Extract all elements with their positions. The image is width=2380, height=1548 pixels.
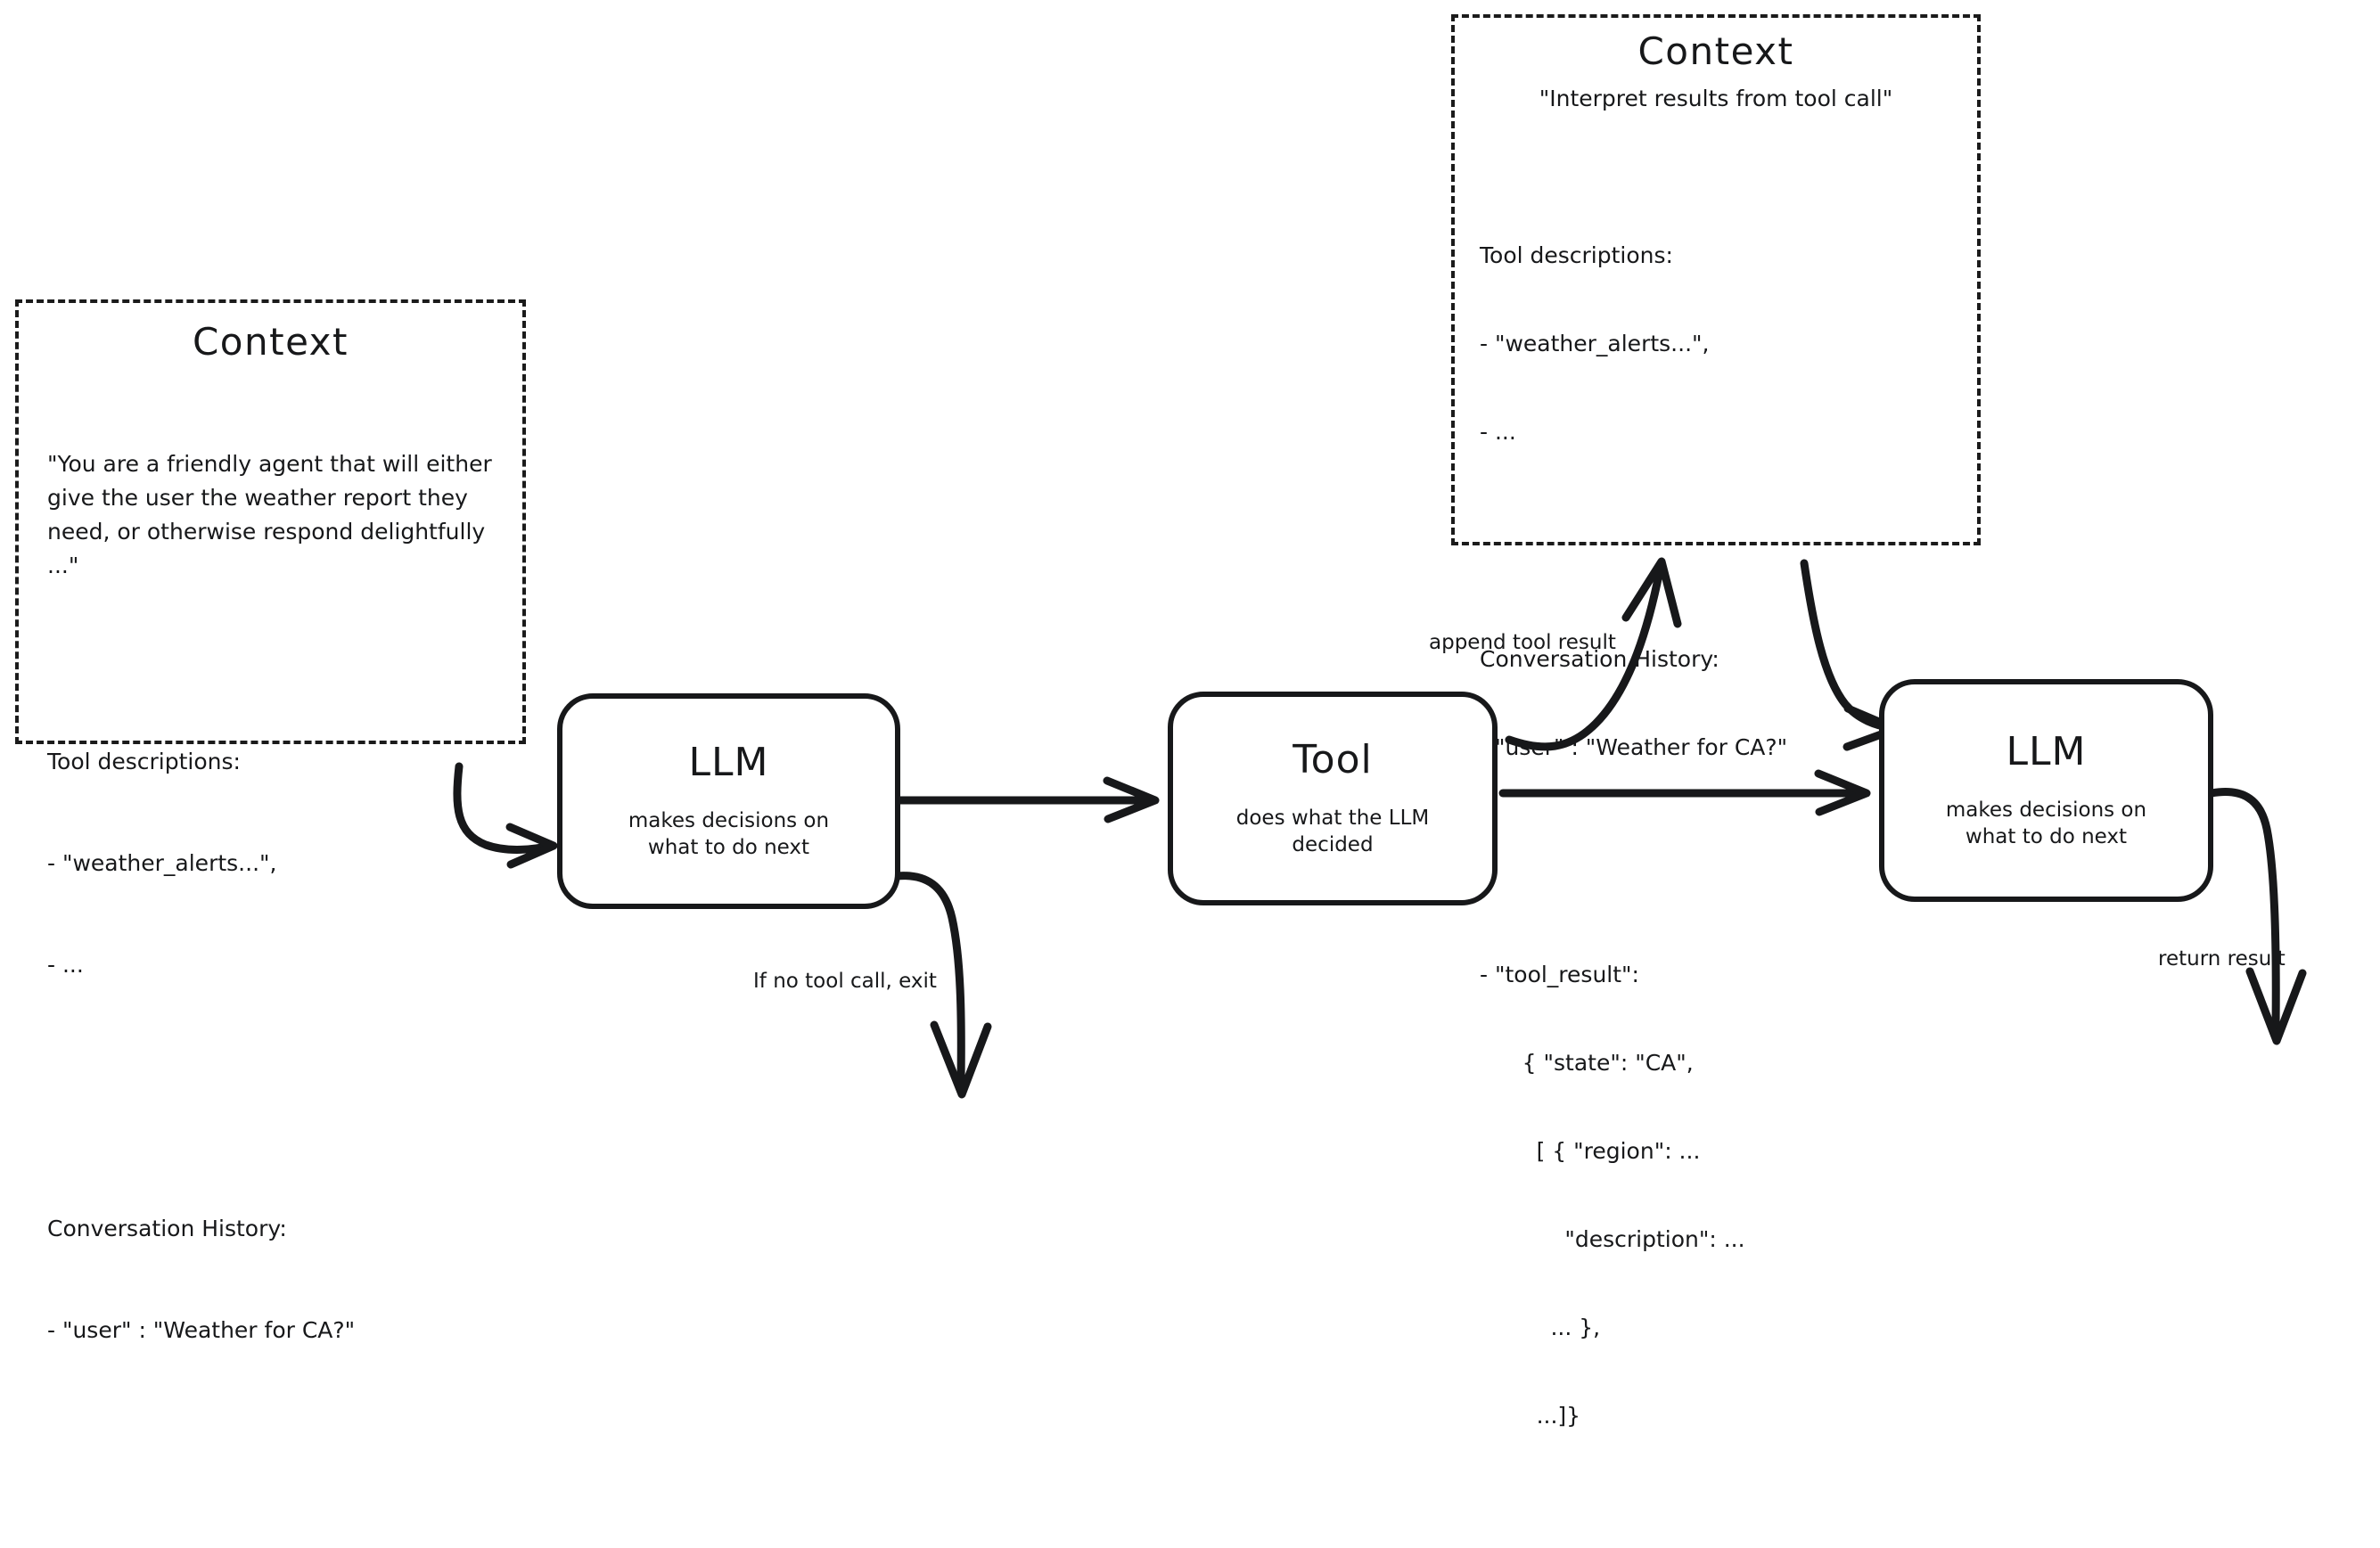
node-llm-first-subtitle: makes decisions on what to do next	[628, 809, 830, 859]
context-right-tool-descriptions: Tool descriptions: - "weather_alerts..."…	[1480, 182, 1977, 505]
tool-descriptions-heading: Tool descriptions:	[47, 749, 241, 774]
tool-result-label: - "tool_result":	[1480, 962, 1639, 987]
node-llm-first-title: LLM	[688, 740, 769, 785]
node-tool[interactable]: Tool does what the LLM decided	[1168, 692, 1498, 905]
tool-description-item: - "weather_alerts...",	[1480, 331, 1710, 356]
connectors-layer	[453, 557, 2307, 1099]
context-left-title: Context	[192, 320, 349, 364]
context-left-system-prompt: "You are a friendly agent that will eith…	[47, 451, 499, 578]
context-box-right: Context "Interpret results from tool cal…	[1451, 14, 1981, 1429]
context-right-conversation: Conversation History: - "user" : "Weathe…	[1480, 586, 1977, 821]
node-tool-subtitle: does what the LLM decided	[1235, 807, 1430, 856]
tool-description-item: - "weather_alerts...",	[47, 850, 277, 876]
tool-descriptions-heading: Tool descriptions:	[1480, 242, 1673, 268]
node-llm-second-title: LLM	[2006, 729, 2087, 774]
arrow-tool-to-context	[1505, 566, 1664, 751]
conversation-heading: Conversation History:	[1480, 646, 1719, 672]
context-left-conversation: Conversation History: - "user" : "Weathe…	[47, 1144, 522, 1415]
edge-label-if-no-tool-call-exit: If no tool call, exit	[753, 970, 937, 993]
arrow-context-to-llm1-head	[505, 823, 558, 869]
node-tool-title: Tool	[1293, 737, 1373, 782]
tool-result-line: { "state": "CA",	[1480, 1050, 1694, 1076]
diagram-canvas: Context "You are a friendly agent that w…	[15, 14, 2307, 1429]
tool-result-line: ... },	[1480, 1315, 1601, 1340]
node-llm-first[interactable]: LLM makes decisions on what to do next	[557, 693, 900, 909]
context-left-body: "You are a friendly agent that will eith…	[47, 380, 522, 1483]
edge-label-append-tool-result: append tool result	[1429, 631, 1616, 654]
context-left-tool-descriptions: Tool descriptions: - "weather_alerts..."…	[47, 677, 522, 1050]
arrow-tool-to-llm2-head	[1814, 769, 1871, 816]
edge-label-return-result: return result	[2158, 947, 2286, 971]
context-right-quote: "Interpret results from tool call"	[1539, 86, 1893, 111]
arrow-return-result	[2207, 788, 2280, 1031]
conversation-item: - "user" : "Weather for CA?"	[1480, 734, 1788, 760]
conversation-item: - "user" : "Weather for CA?"	[47, 1317, 356, 1343]
arrow-exit-head	[930, 1020, 992, 1099]
arrow-return-result-head	[2245, 967, 2307, 1045]
tool-result-line: [ { "region": ...	[1480, 1138, 1701, 1164]
tool-result-line: "description": ...	[1480, 1226, 1745, 1252]
arrow-exit	[892, 872, 965, 1085]
conversation-heading: Conversation History:	[47, 1216, 287, 1241]
arrow-tool-to-context-head	[1621, 557, 1682, 628]
node-llm-second-subtitle: makes decisions on what to do next	[1945, 799, 2147, 848]
arrow-context-to-llm1	[453, 762, 555, 854]
tool-description-item: - ...	[1480, 419, 1516, 445]
context-box-left: Context "You are a friendly agent that w…	[15, 299, 526, 1343]
arrow-llm1-to-tool-head	[1103, 776, 1160, 823]
tool-result-line: ...]}	[1480, 1403, 1581, 1429]
tool-description-item: - ...	[47, 952, 84, 978]
node-llm-second[interactable]: LLM makes decisions on what to do next	[1879, 679, 2213, 902]
context-right-tool-result: - "tool_result": { "state": "CA", [ { "r…	[1480, 901, 1977, 1489]
context-right-title: Context	[1637, 29, 1794, 73]
